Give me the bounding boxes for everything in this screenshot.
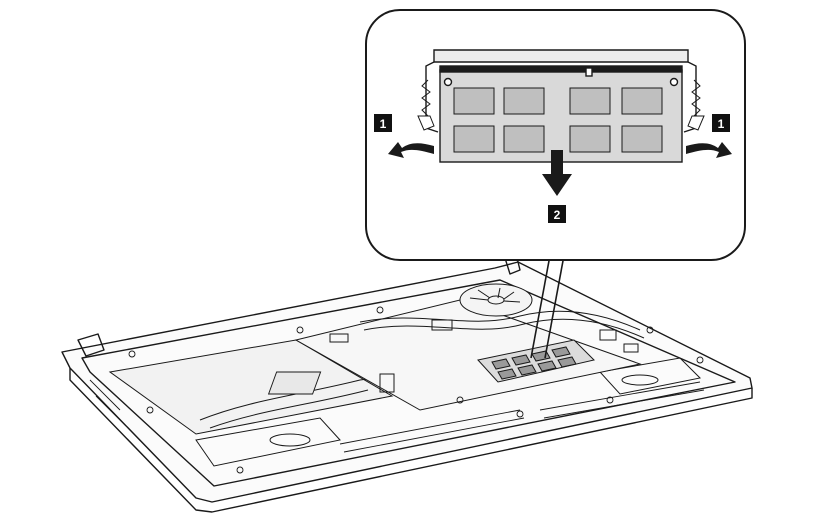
memory-slot-right-arm (683, 61, 697, 133)
speaker-left-port (269, 433, 311, 447)
latch-clip-left (417, 115, 435, 131)
memory-chip (503, 125, 545, 153)
memory-module-hole-left (443, 77, 453, 87)
latch-clip-right (687, 115, 705, 131)
battery-area (108, 339, 411, 435)
speaker-left (195, 417, 341, 467)
heat-pipe-2 (363, 318, 645, 339)
release-arrow-left (388, 142, 434, 158)
connector-1 (329, 333, 349, 343)
screw-bosses (128, 306, 704, 474)
remove-arrow (542, 150, 572, 196)
speakers (195, 357, 702, 467)
arrow-down-icon (542, 150, 572, 196)
memory-module-hole-right (669, 77, 679, 87)
speaker-right (599, 357, 702, 395)
retaining-latches (417, 79, 705, 131)
connector-3 (599, 329, 617, 341)
step-badge-1-left: 1 (374, 114, 392, 132)
memory-module-notch (585, 67, 593, 77)
fan-blades (469, 287, 521, 303)
curved-arrow-left-icon (388, 142, 434, 158)
memory-chip (569, 125, 611, 153)
memory-slot (425, 49, 697, 133)
memory-chip (453, 125, 495, 153)
battery-outline (108, 339, 394, 435)
motherboard (267, 299, 645, 411)
installed-memory-module (477, 339, 595, 383)
step-badge-2-label: 2 (554, 208, 561, 222)
release-arrow-right (686, 142, 732, 158)
base-front-edge (69, 368, 753, 513)
memory-chip (503, 87, 545, 115)
step-badge-1-right-label: 1 (718, 117, 725, 131)
step-badge-1-right: 1 (712, 114, 730, 132)
latch-spring-right (691, 79, 701, 117)
base-inner-rim (81, 279, 736, 487)
installed-module-chips (491, 346, 577, 380)
battery-cable-2 (209, 389, 369, 429)
hinge-left (77, 333, 105, 357)
memory-chip (621, 87, 663, 115)
latch-spring-left (421, 79, 431, 117)
heat-pipe (359, 310, 641, 331)
memory-module-edge (439, 65, 683, 73)
step-badge-1-left-label: 1 (380, 117, 387, 131)
connector-4 (623, 343, 639, 353)
memory-chip (621, 125, 663, 153)
connector-2 (379, 373, 395, 393)
step-badge-2: 2 (548, 205, 566, 223)
memory-chips (453, 87, 663, 153)
memory-slot-left-arm (425, 61, 439, 133)
callout-leader (530, 249, 566, 359)
curved-arrow-right-icon (686, 142, 732, 158)
memory-chip (453, 87, 495, 115)
fan-housing (459, 283, 533, 317)
memory-slot-top-rail (433, 49, 689, 63)
bottom-rails (89, 379, 705, 453)
memory-chip (569, 87, 611, 115)
speaker-right-port (621, 374, 659, 386)
cooling-fan (459, 283, 533, 317)
cpu-chip (267, 371, 322, 395)
